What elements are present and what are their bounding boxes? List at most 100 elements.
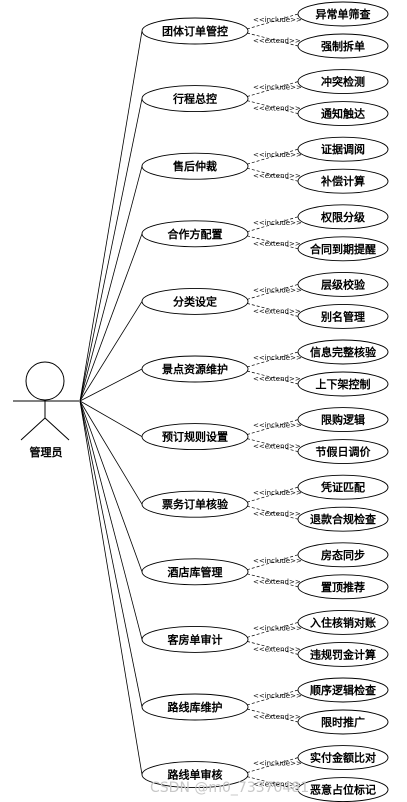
include-stereotype-label: <<include>>: [253, 692, 302, 700]
use-case-label: 退款合规检查: [310, 512, 376, 526]
use-case-ellipse: [297, 709, 389, 735]
extend-connector-10: [246, 641, 299, 655]
association-line-6: [79, 368, 143, 402]
include-connector-10: [246, 622, 299, 638]
use-case-main-4: 合作方配置: [141, 220, 249, 248]
include-connector-11: [246, 689, 299, 706]
include-stereotype-label: <<include>>: [253, 760, 302, 768]
actor-label: 管理员: [30, 445, 63, 459]
use-case-ellipse: [297, 745, 389, 771]
use-case-label: 别名管理: [320, 309, 365, 323]
use-case-extend-2: 通知触达: [297, 101, 389, 127]
extend-connector-1: [246, 32, 299, 47]
include-stereotype-label: <<include>>: [253, 219, 302, 227]
use-case-label: 路线库维护: [168, 700, 223, 714]
use-case-ellipse: [297, 574, 389, 600]
use-case-include-11: 顺序逻辑检查: [297, 677, 389, 703]
use-case-extend-8: 退款合规检查: [297, 506, 389, 532]
use-case-main-6: 景点资源维护: [141, 355, 249, 383]
extend-stereotype-label: <<extend>>: [253, 37, 301, 45]
use-case-label: 异常单筛查: [316, 7, 371, 21]
extend-stereotype-label: <<extend>>: [253, 375, 301, 383]
use-case-ellipse: [297, 609, 389, 635]
use-case-main-1: 团体订单管控: [141, 17, 249, 45]
use-case-main-5: 分类设定: [141, 287, 249, 315]
use-case-ellipse: [141, 287, 249, 315]
extend-stereotype-label: <<extend>>: [253, 578, 301, 586]
use-case-main-8: 票务订单核验: [141, 490, 249, 518]
use-case-extend-12: 恶意占位标记: [297, 777, 389, 802]
use-case-ellipse: [141, 85, 249, 113]
include-stereotype-label: <<include>>: [253, 354, 302, 362]
extend-connector-4: [246, 235, 299, 250]
association-line-8: [79, 400, 143, 505]
use-case-ellipse: [297, 303, 389, 329]
include-connector-5: [246, 284, 299, 300]
use-case-ellipse: [141, 355, 249, 383]
extend-stereotype-label: <<extend>>: [253, 781, 301, 789]
use-case-extend-10: 违规罚金计算: [297, 641, 389, 667]
use-case-ellipse: [297, 101, 389, 127]
include-connector-4: [246, 216, 299, 233]
use-case-ellipse: [141, 423, 249, 451]
use-case-label: 票务订单核验: [162, 497, 229, 511]
use-case-ellipse: [297, 371, 389, 397]
use-case-ellipse: [141, 558, 249, 586]
use-case-main-11: 路线库维护: [141, 693, 249, 721]
use-case-ellipse: [297, 69, 389, 95]
use-case-extend-3: 补偿计算: [297, 168, 389, 194]
use-case-extend-9: 置顶推荐: [297, 574, 389, 600]
extend-connector-2: [246, 100, 299, 114]
extend-stereotype-label: <<extend>>: [253, 645, 301, 653]
include-stereotype-label: <<include>>: [253, 489, 302, 497]
use-case-ellipse: [141, 17, 249, 45]
include-connector-3: [246, 148, 299, 165]
use-case-include-2: 冲突检测: [297, 69, 389, 95]
actor-left-leg: [20, 417, 46, 441]
extend-connector-7: [246, 438, 299, 452]
use-case-label: 合作方配置: [168, 227, 223, 241]
use-case-include-9: 房态同步: [297, 542, 389, 568]
use-case-label: 权限分级: [320, 210, 366, 224]
association-line-3: [79, 166, 143, 402]
use-case-include-4: 权限分级: [297, 204, 389, 230]
extend-connector-11: [246, 708, 299, 723]
include-stereotype-label: <<include>>: [253, 151, 302, 159]
use-case-label: 证据调阅: [321, 142, 365, 156]
use-case-label: 行程总控: [172, 92, 217, 106]
use-case-main-3: 售后仲裁: [141, 152, 249, 180]
use-case-label: 售后仲裁: [172, 159, 217, 173]
extend-connector-3: [246, 167, 299, 182]
watermark-text: CSDN @m0_73370481: [150, 780, 309, 796]
use-case-label: 预订规则设置: [162, 430, 228, 444]
use-case-ellipse: [141, 490, 249, 518]
use-case-extend-6: 上下架控制: [297, 371, 389, 397]
use-case-ellipse: [297, 474, 389, 500]
use-case-label: 强制拆单: [321, 39, 365, 53]
include-connector-6: [246, 351, 299, 368]
use-case-ellipse: [297, 339, 389, 365]
use-case-label: 冲突检测: [321, 75, 365, 89]
use-case-label: 入住核销对账: [310, 615, 376, 629]
include-stereotype-label: <<include>>: [253, 286, 302, 294]
use-case-ellipse: [297, 271, 389, 297]
use-case-ellipse: [297, 439, 389, 465]
association-line-1: [79, 30, 143, 402]
use-case-ellipse: [297, 542, 389, 568]
use-case-label: 违规罚金计算: [310, 647, 376, 661]
use-case-main-10: 客房单审计: [141, 625, 249, 653]
use-case-ellipse: [297, 33, 389, 59]
use-case-include-8: 凭证匹配: [297, 474, 389, 500]
use-case-ellipse: [297, 136, 389, 162]
actor-right-leg: [44, 417, 70, 441]
include-connector-1: [246, 13, 299, 30]
use-case-ellipse: [297, 407, 389, 433]
use-case-main-7: 预订规则设置: [141, 423, 249, 451]
include-stereotype-label: <<include>>: [253, 16, 302, 24]
include-stereotype-label: <<include>>: [253, 557, 302, 565]
use-case-label: 上下架控制: [316, 377, 371, 391]
use-case-include-1: 异常单筛查: [297, 1, 389, 27]
extend-connector-12: [246, 776, 299, 790]
